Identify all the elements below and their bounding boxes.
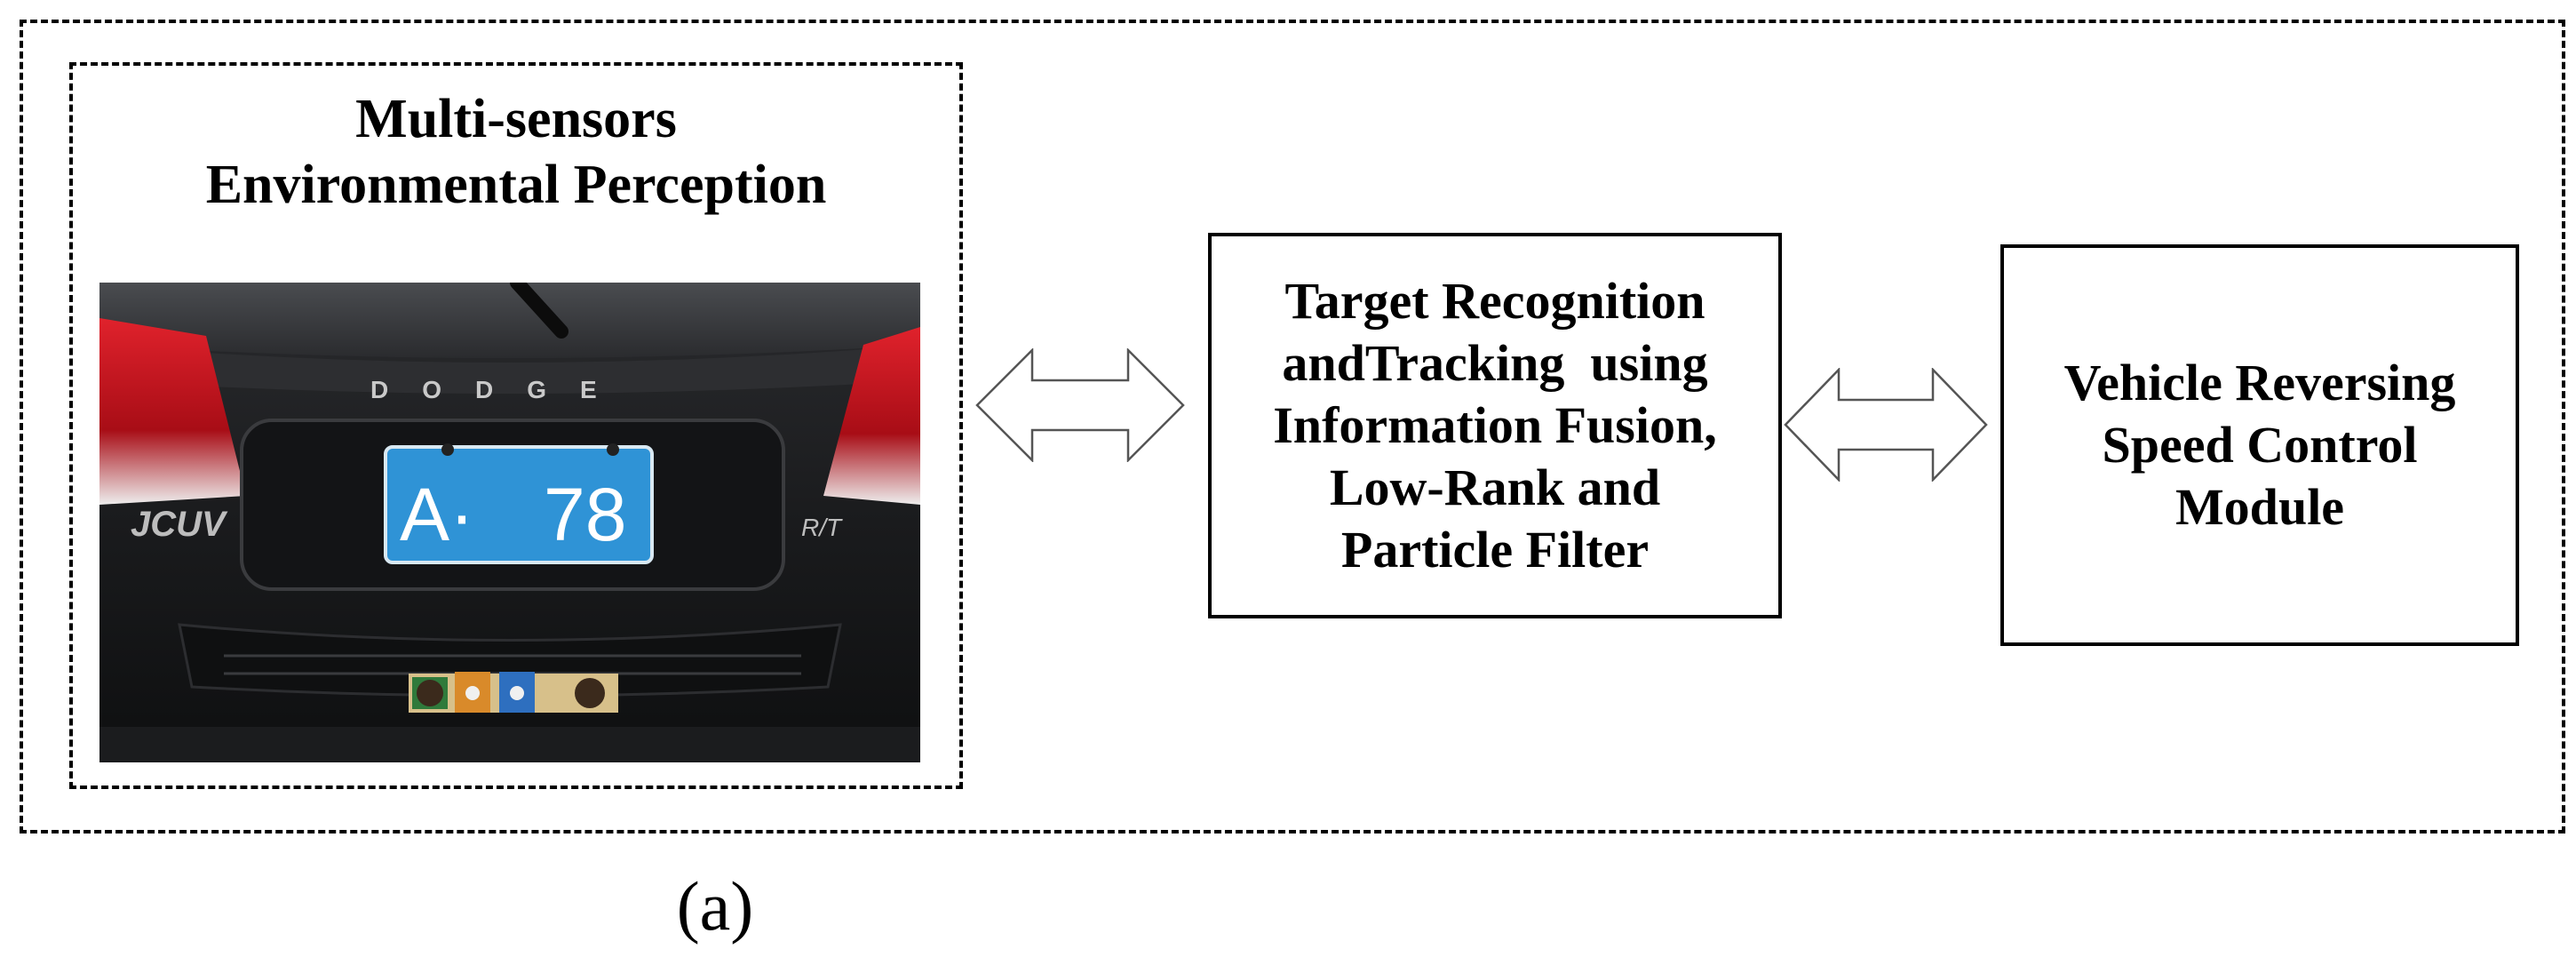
figure-caption: (a) — [676, 867, 754, 945]
tracking-line-3: Information Fusion, — [1273, 396, 1717, 454]
speed-line-1: Vehicle Reversing — [2063, 354, 2456, 411]
tracking-module-box: Target Recognition andTracking using Inf… — [1208, 233, 1782, 618]
double-headed-arrow-icon — [975, 348, 1185, 462]
speed-line-3: Module — [2174, 478, 2345, 536]
speed-control-box: Vehicle Reversing Speed Control Module — [2000, 244, 2519, 646]
plate-left-text: A· — [400, 473, 474, 556]
speed-line-2: Speed Control — [2102, 416, 2418, 474]
svg-text:DODGE: DODGE — [370, 376, 631, 403]
tracking-line-5: Particle Filter — [1340, 521, 1650, 578]
model-badge: JCUV — [131, 505, 228, 544]
perception-title-line-1: Multi-sensors — [355, 89, 677, 149]
perception-title: Multi-sensors Environmental Perception — [69, 86, 963, 218]
tracking-line-4: Low-Rank and — [1329, 459, 1661, 516]
system-frame — [20, 20, 2565, 833]
right-tail-light — [823, 327, 920, 505]
license-plate — [384, 445, 654, 564]
perception-frame — [69, 62, 963, 789]
left-tail-light — [99, 318, 246, 505]
dodge-lettering: DODGE — [370, 376, 631, 403]
car-rear-photo: DODGE A· 78 JCUV R/T — [99, 283, 920, 762]
sensor-array — [409, 672, 618, 713]
perception-title-line-2: Environmental Perception — [205, 155, 827, 215]
trim-badge: R/T — [801, 514, 843, 541]
tracking-line-1: Target Recognition — [1284, 272, 1705, 330]
double-headed-arrow-icon — [1784, 368, 1988, 482]
tracking-line-2: andTracking using — [1282, 334, 1708, 392]
plate-right-text: 78 — [544, 473, 626, 556]
